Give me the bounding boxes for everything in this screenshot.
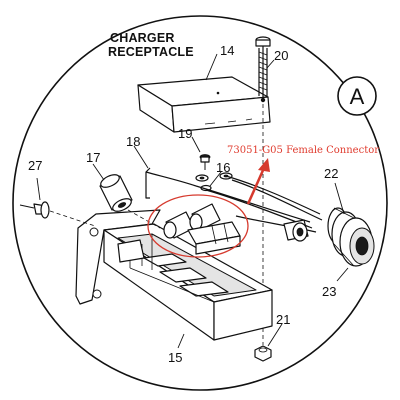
- part-15-housing: [75, 209, 273, 341]
- callout-22: 22: [324, 166, 338, 181]
- part-22-23-receptacle-plug: [327, 207, 375, 267]
- highlight-ellipse: [147, 194, 249, 258]
- callout-17: 17: [86, 150, 100, 165]
- annotation-label: 73051-G05 Female Connector: [227, 145, 379, 156]
- part-14-cover: [137, 76, 271, 133]
- annotation-arrow: [246, 158, 270, 205]
- part-21-nut: [254, 345, 272, 362]
- leader-lines: [36, 53, 349, 349]
- title-line-1: CHARGER: [110, 31, 175, 45]
- part-27-rivet: [19, 201, 50, 219]
- callout-18: 18: [126, 134, 140, 149]
- detail-circle: [12, 15, 388, 391]
- rivet-axis-line: [49, 210, 96, 227]
- svg-text:A: A: [350, 84, 365, 109]
- callout-19: 19: [178, 126, 192, 141]
- part-18-wire-hook: [145, 167, 197, 199]
- part-20-screw: [255, 36, 271, 103]
- callout-27: 27: [28, 158, 42, 173]
- title-line-2: RECEPTACLE: [108, 45, 194, 59]
- callout-21: 21: [276, 312, 290, 327]
- part-16-terminals: [163, 172, 241, 255]
- callout-23: 23: [322, 284, 336, 299]
- callout-20: 20: [274, 48, 288, 63]
- callout-14: 14: [220, 43, 234, 58]
- callout-15: 15: [168, 350, 182, 365]
- part-19-small-screw: [199, 154, 211, 170]
- part-17-sleeve: [99, 174, 133, 212]
- callout-16: 16: [216, 160, 230, 175]
- view-badge: A: [337, 76, 377, 116]
- cable-harness: [195, 175, 323, 242]
- sleeve-axis-line: [127, 209, 161, 229]
